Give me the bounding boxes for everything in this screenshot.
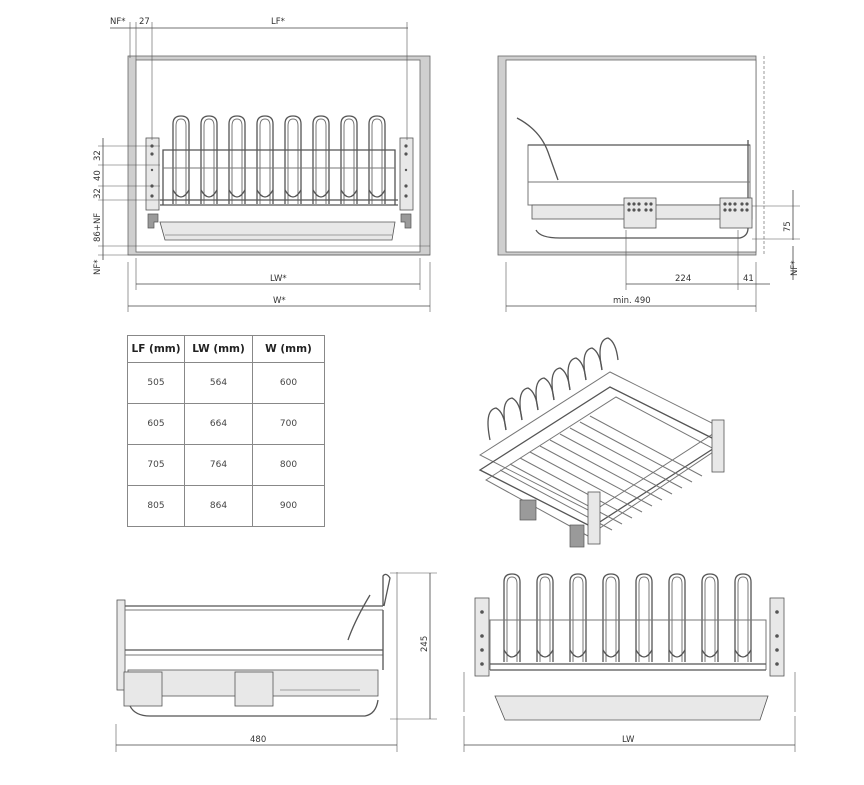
isometric-view	[478, 337, 725, 548]
dim-480: 480	[250, 735, 266, 745]
table-row: 705 764 800	[127, 444, 325, 486]
plate-rack-hooks	[160, 115, 398, 206]
cell-w: 800	[252, 444, 325, 486]
size-table: LF (mm) LW (mm) W (mm) 505 564 600 605 6…	[127, 335, 325, 527]
left-bracket	[145, 137, 160, 229]
table-row: 805 864 900	[127, 485, 325, 527]
drip-tray	[159, 221, 396, 241]
dim-40: 40	[93, 170, 103, 181]
header-w: W (mm)	[252, 335, 325, 363]
dim-32-a: 32	[93, 150, 103, 161]
dim-lw: LW*	[270, 274, 287, 284]
dim-nf-side-right: NF*	[790, 261, 800, 277]
cell-lw: 564	[184, 362, 253, 404]
dim-86-nf: 86+NF	[93, 213, 103, 242]
dim-w: W*	[273, 296, 286, 306]
cell-lf: 605	[127, 403, 185, 445]
side-dimensions: 224 41 min. 490 75 NF*	[505, 190, 800, 312]
dim-41: 41	[743, 274, 754, 284]
header-lf: LF (mm)	[127, 335, 185, 363]
cabinet-opening	[135, 59, 421, 253]
dim-min-490: min. 490	[613, 296, 651, 306]
cell-lw: 664	[184, 403, 253, 445]
dim-32-b: 32	[93, 188, 103, 199]
table-row: 505 564 600	[127, 362, 325, 404]
cell-lf: 505	[127, 362, 185, 404]
right-bracket	[399, 137, 414, 229]
bottom-side-view: 480 245	[115, 572, 437, 752]
cell-lw: 864	[184, 485, 253, 527]
dim-224: 224	[675, 274, 691, 284]
bottom-bracket-left	[123, 671, 163, 707]
bottom-bracket-right	[234, 671, 274, 707]
bottom-front-dimensions: LW	[463, 716, 796, 752]
table-row: 605 664 700	[127, 403, 325, 445]
cell-lf: 805	[127, 485, 185, 527]
table-header-row: LF (mm) LW (mm) W (mm)	[127, 335, 325, 363]
header-lw: LW (mm)	[184, 335, 253, 363]
bottom-front-view: LW	[463, 573, 796, 752]
cell-w: 700	[252, 403, 325, 445]
front-view: NF* 27 LF* LW* W* 32 40 32 86+NF NF*	[93, 17, 431, 312]
cell-w: 900	[252, 485, 325, 527]
bottom-side-dimensions: 480 245	[115, 572, 437, 752]
cell-lf: 705	[127, 444, 185, 486]
dim-lw-bottom: LW	[622, 735, 635, 745]
dim-75: 75	[783, 221, 793, 232]
cell-w: 600	[252, 362, 325, 404]
side-view: 224 41 min. 490 75 NF*	[497, 55, 800, 312]
bottom-hooks	[503, 573, 752, 663]
dim-nf-side: NF*	[93, 260, 103, 276]
dim-lf: LF*	[271, 17, 285, 27]
dim-245: 245	[420, 636, 430, 652]
cell-lw: 764	[184, 444, 253, 486]
dim-27: 27	[139, 17, 150, 27]
bottom-drip-tray	[494, 695, 769, 721]
front-dimensions: NF* 27 LF* LW* W* 32 40 32 86+NF NF*	[93, 17, 431, 312]
dim-nf-top: NF*	[110, 17, 126, 27]
